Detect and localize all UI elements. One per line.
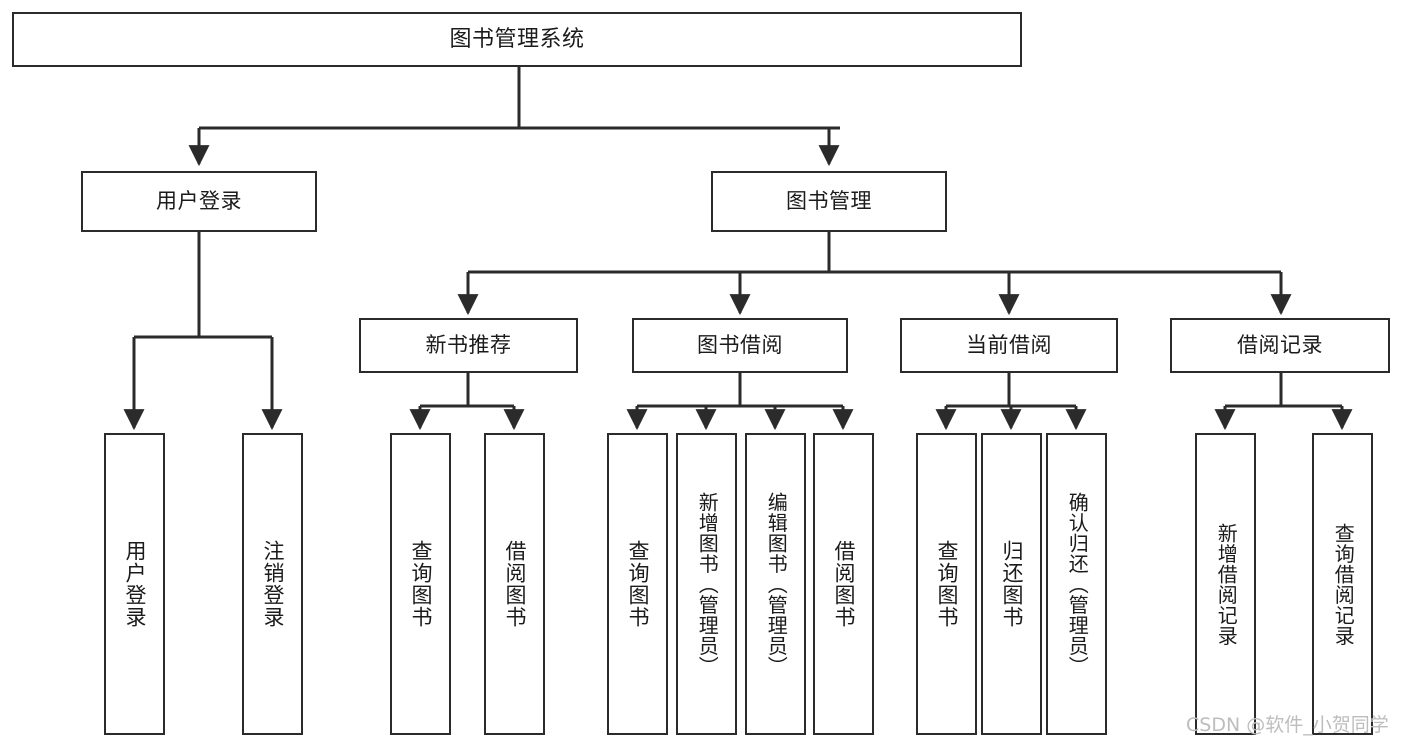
leaf-user-login-login[interactable]: 用户登录 (104, 433, 165, 735)
node-label: 借阅图书 (502, 540, 527, 628)
node-label: 查询图书 (625, 540, 650, 628)
leaf-borrow-record-add-record[interactable]: 新增借阅记录 (1195, 433, 1256, 735)
leaf-book-borrow-borrow-book[interactable]: 借阅图书 (813, 433, 874, 735)
node-label: 查询图书 (408, 540, 433, 628)
node-label: 注销登录 (260, 540, 285, 628)
node-book-borrow[interactable]: 图书借阅 (632, 318, 848, 373)
node-label: 新书推荐 (425, 333, 512, 358)
node-label: 编辑图书（管理员） (764, 491, 789, 677)
node-label: 图书管理 (786, 189, 872, 214)
node-current-borrow[interactable]: 当前借阅 (900, 318, 1118, 373)
leaf-new-book-borrow-book[interactable]: 借阅图书 (484, 433, 545, 735)
node-label: 新增借阅记录 (1214, 522, 1239, 646)
node-label: 借阅记录 (1237, 333, 1323, 358)
node-label: 查询借阅记录 (1331, 522, 1356, 646)
node-label: 借阅图书 (831, 540, 856, 628)
leaf-book-borrow-edit-book-admin[interactable]: 编辑图书（管理员） (745, 433, 806, 735)
node-label: 用户登录 (122, 540, 147, 628)
leaf-current-borrow-query-book[interactable]: 查询图书 (916, 433, 977, 735)
leaf-book-borrow-add-book-admin[interactable]: 新增图书（管理员） (676, 433, 737, 735)
leaf-user-login-logout[interactable]: 注销登录 (242, 433, 303, 735)
node-label: 确认归还（管理员） (1065, 491, 1090, 677)
node-label: 新增图书（管理员） (695, 491, 720, 677)
node-label: 图书借阅 (697, 333, 783, 358)
node-book-management[interactable]: 图书管理 (711, 171, 947, 232)
leaf-new-book-query-book[interactable]: 查询图书 (390, 433, 451, 735)
leaf-borrow-record-query-record[interactable]: 查询借阅记录 (1312, 433, 1373, 735)
node-label: 用户登录 (156, 189, 242, 214)
node-label: 归还图书 (999, 540, 1024, 628)
node-borrow-record[interactable]: 借阅记录 (1170, 318, 1390, 373)
leaf-book-borrow-query-book[interactable]: 查询图书 (607, 433, 668, 735)
node-label: 图书管理系统 (449, 26, 585, 52)
leaf-current-borrow-return-book[interactable]: 归还图书 (981, 433, 1042, 735)
node-user-login[interactable]: 用户登录 (81, 171, 317, 232)
node-new-book-recommend[interactable]: 新书推荐 (359, 318, 578, 373)
node-label: 查询图书 (934, 540, 959, 628)
node-label: 当前借阅 (966, 333, 1052, 358)
node-root-book-management-system[interactable]: 图书管理系统 (12, 12, 1022, 67)
leaf-current-borrow-confirm-return-admin[interactable]: 确认归还（管理员） (1046, 433, 1107, 735)
